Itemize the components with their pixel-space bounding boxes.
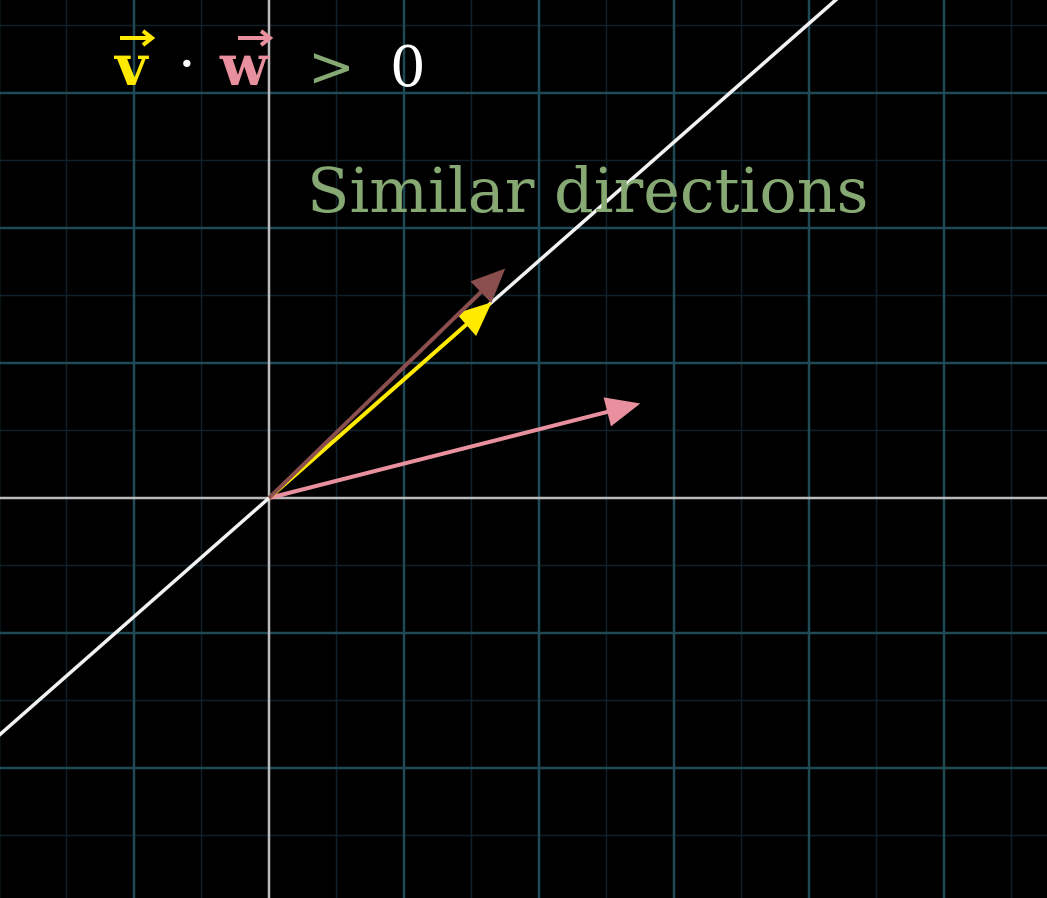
vectors [267, 268, 641, 500]
zero-value: 0 [390, 35, 426, 100]
dot-product-equation: v · w > 0 [113, 29, 426, 100]
span-line-of-v [0, 0, 839, 737]
vector-v-arrow-shaft [267, 321, 470, 500]
similar-directions-caption: Similar directions [307, 154, 868, 227]
greater-than-sign: > [308, 35, 355, 100]
projection-of-w-arrow [267, 268, 506, 500]
vector-v-arrow [267, 302, 492, 500]
vector-v-arrow-icon [120, 29, 156, 47]
projection-of-w-arrow-head [470, 268, 506, 303]
vector-v-symbol: v [113, 29, 156, 99]
vector-w-arrow-head [603, 397, 641, 427]
projection-of-w-arrow-shaft [267, 289, 484, 500]
vector-w-arrow [268, 397, 641, 500]
vector-w-symbol: w [219, 29, 274, 99]
span-line [0, 0, 839, 737]
vector-v-arrow-head [456, 302, 492, 336]
vector-w-arrow-shaft [268, 409, 610, 500]
vector-w-arrow-icon [238, 29, 274, 47]
dot-operator: · [178, 32, 196, 97]
